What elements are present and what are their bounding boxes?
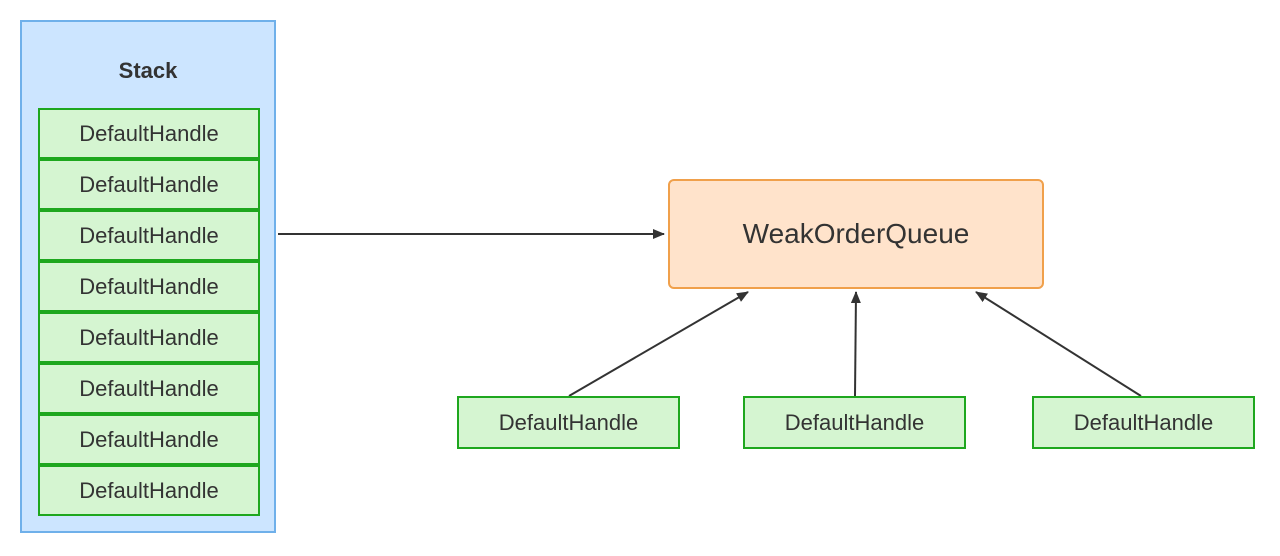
stack-handle-4: DefaultHandle	[38, 261, 260, 312]
free-handle-3: DefaultHandle	[1032, 396, 1255, 449]
stack-handle-1: DefaultHandle	[38, 108, 260, 159]
handle-2-to-queue-arrow	[850, 291, 861, 397]
stack-handle-7: DefaultHandle	[38, 414, 260, 465]
stack-handle-8: DefaultHandle	[38, 465, 260, 516]
stack-handle-3: DefaultHandle	[38, 210, 260, 261]
stack-handle-2: DefaultHandle	[38, 159, 260, 210]
stack-title: Stack	[118, 58, 178, 83]
stack-container: Stack DefaultHandle DefaultHandle Defaul…	[20, 20, 276, 533]
handle-1-to-queue-arrow	[568, 291, 749, 397]
weak-order-queue-node: WeakOrderQueue	[668, 179, 1044, 289]
stack-handle-6: DefaultHandle	[38, 363, 260, 414]
free-handle-2: DefaultHandle	[743, 396, 966, 449]
stack-handle-5: DefaultHandle	[38, 312, 260, 363]
handle-3-to-queue-arrow	[975, 291, 1142, 397]
free-handle-1: DefaultHandle	[457, 396, 680, 449]
